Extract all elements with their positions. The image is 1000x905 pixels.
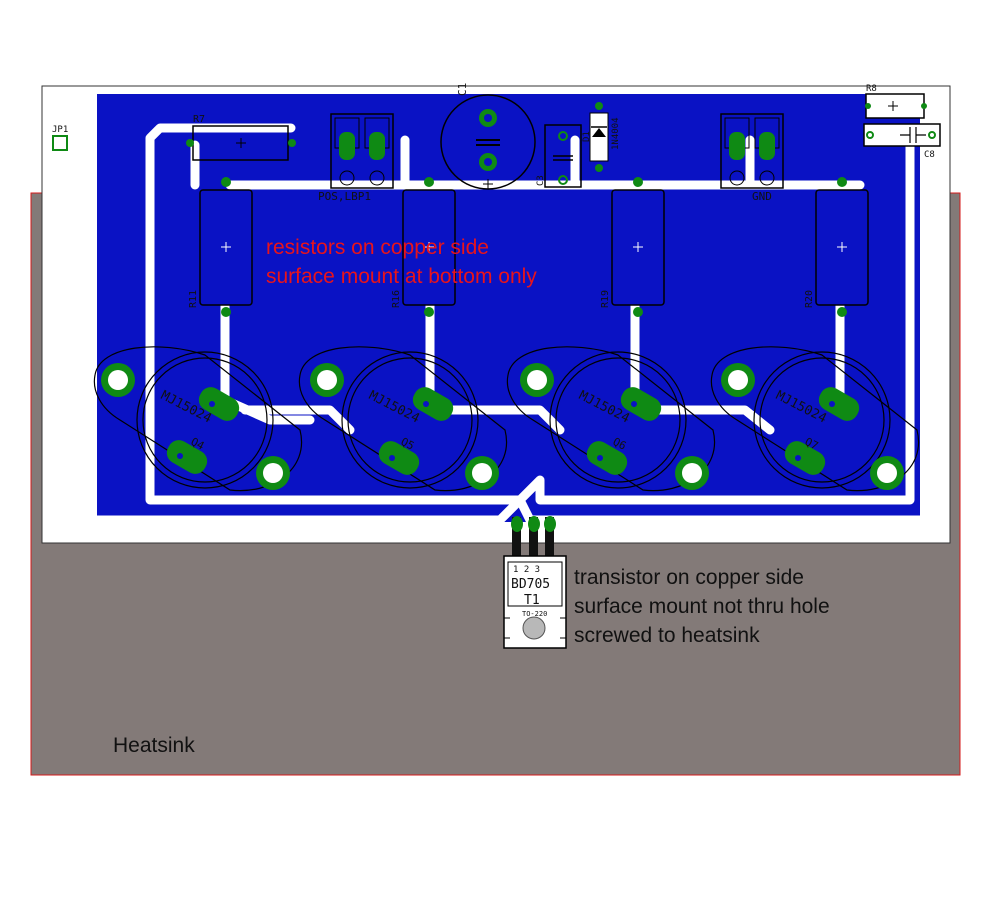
- resistor-pads: [221, 177, 847, 317]
- resistors-note-line: resistors on copper side: [266, 236, 489, 259]
- copper-pour: [97, 94, 920, 522]
- transistor-note-line: screwed to heatsink: [574, 624, 760, 647]
- emitter-resistor-label: R16: [391, 290, 402, 308]
- emitter-resistor-label: R20: [804, 290, 815, 308]
- capacitor-c3: [544, 124, 582, 188]
- power-transistor-ref-label: Q5: [399, 435, 417, 453]
- gnd-connector-label: GND: [752, 190, 772, 203]
- d1-part-label: 1N4004: [611, 117, 621, 150]
- left-trace-gap: [58, 150, 65, 525]
- c3-label: C3: [536, 175, 546, 186]
- transistor-note-line: transistor on copper side: [574, 566, 804, 589]
- mounting-holes: [101, 363, 904, 490]
- t1-ref-label: T1: [524, 593, 540, 608]
- resistors-note-line: surface mount at bottom only: [266, 265, 537, 288]
- d1-label: D1: [582, 131, 592, 142]
- resistor-plus-marks: [221, 242, 847, 252]
- power-transistor-ref-label: Q4: [189, 435, 207, 453]
- emitter-resistor-label: R19: [600, 290, 611, 308]
- power-transistor-outlines: [93, 346, 920, 492]
- pad-drill-dots: [177, 401, 835, 461]
- gnd-connector: [720, 113, 784, 189]
- emitter-resistor-label: R11: [188, 290, 199, 308]
- jp1-label: JP1: [52, 125, 68, 135]
- heatsink-label: Heatsink: [113, 734, 195, 757]
- power-transistor-ref-label: Q6: [611, 435, 629, 453]
- c8-label: C8: [924, 150, 935, 160]
- pos-connector-label: POS,LBP1: [318, 190, 371, 203]
- t1-part-label: BD705: [511, 577, 550, 592]
- power-transistor-pads: [166, 387, 860, 475]
- t1-package-label: TO-220: [522, 610, 547, 618]
- t1-pin-labels: 1 2 3: [513, 565, 540, 575]
- c1-label: C1: [456, 83, 469, 96]
- r7-label: R7: [193, 114, 205, 125]
- power-transistor-ref-label: Q7: [803, 435, 821, 453]
- resistors-note: resistors on copper side surface mount a…: [266, 233, 537, 291]
- jp1-pad: [52, 135, 68, 151]
- diode-d1: [589, 102, 609, 172]
- transistor-note: transistor on copper side surface mount …: [574, 563, 830, 650]
- transistor-note-line: surface mount not thru hole: [574, 595, 830, 618]
- r8-label: R8: [866, 84, 877, 94]
- pos-connector: [330, 113, 394, 189]
- driver-transistor: [503, 516, 567, 649]
